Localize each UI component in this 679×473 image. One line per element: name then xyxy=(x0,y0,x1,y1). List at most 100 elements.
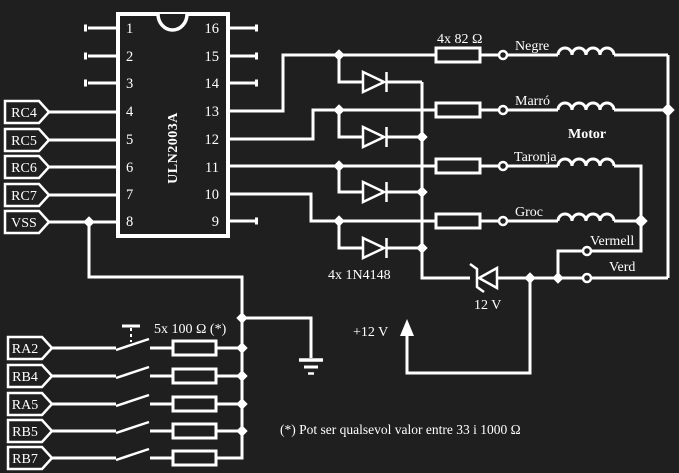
button-resistors xyxy=(171,339,242,467)
zener-voltage-label: 12 V xyxy=(474,298,501,313)
diode2-anode-wire xyxy=(337,110,363,139)
zener-diode xyxy=(469,262,530,294)
rail-groc-wire xyxy=(228,192,436,223)
pin-label-9: 9 xyxy=(212,214,219,230)
terminal-marro xyxy=(497,104,509,116)
tag-ra2 xyxy=(6,335,54,361)
pin-label-15: 15 xyxy=(205,49,220,65)
junction-dots xyxy=(83,49,675,437)
label-rc5: RC5 xyxy=(11,134,37,149)
resistor-ra5 xyxy=(171,395,218,413)
ground-branch-wire xyxy=(242,316,313,358)
button-tag-labels: RA2 RB4 RA5 RB5 RB7 xyxy=(12,342,38,467)
tag-rb4 xyxy=(6,363,54,389)
motor-wire-labels: Negre Marró Taronja Groc Vermell Verd Mo… xyxy=(514,39,635,275)
resistor-rb4 xyxy=(171,367,218,385)
terminal-negre xyxy=(497,49,509,61)
terminal-verd xyxy=(581,272,593,284)
pin-label-14: 14 xyxy=(205,76,220,92)
vermell-tap-wire xyxy=(591,221,643,253)
pin-label-11: 11 xyxy=(205,160,219,176)
tag-rb5 xyxy=(6,418,54,444)
button-resistor-array-label: 5x 100 Ω (*) xyxy=(154,322,227,337)
coil-taronja xyxy=(556,157,616,167)
rail-negre-wire xyxy=(228,53,436,113)
freewheel-diodes xyxy=(337,55,470,280)
supply-arrow-icon xyxy=(400,319,414,336)
resistor-ra2 xyxy=(171,339,218,357)
diode4-triangle xyxy=(361,236,387,260)
label-rc6: RC6 xyxy=(11,161,37,176)
coil-negre xyxy=(556,46,616,56)
supply-wire xyxy=(405,278,532,375)
mcu-port-labels: RC4 RC5 RC6 RC7 VSS xyxy=(11,106,37,231)
vss-bus-wire xyxy=(87,222,244,460)
motor-label: Motor xyxy=(568,127,606,142)
resistor-array-label: 4x 82 Ω xyxy=(437,32,482,47)
resistor-negre xyxy=(434,46,482,64)
pin-label-3: 3 xyxy=(126,76,133,92)
pin-label-4: 4 xyxy=(126,104,134,120)
pin-label-12: 12 xyxy=(205,132,220,148)
label-vss: VSS xyxy=(11,216,37,231)
pin-label-1: 1 xyxy=(126,21,133,37)
label-vermell: Vermell xyxy=(590,234,634,249)
pin-label-2: 2 xyxy=(126,49,133,65)
supply-voltage-label: +12 V xyxy=(353,325,388,340)
tag-vss xyxy=(3,209,51,235)
ic-part-number: ULN2003A xyxy=(166,112,181,184)
button-tags xyxy=(6,335,54,471)
output-rails xyxy=(228,53,436,223)
ic-pin-stubs xyxy=(88,26,256,223)
vermell-to-rail-wire xyxy=(556,249,583,278)
resistor-taronja xyxy=(434,157,482,175)
ic-notch xyxy=(156,13,189,32)
tag-rc4 xyxy=(3,99,51,125)
resistor-marro xyxy=(434,101,482,119)
label-marro: Marró xyxy=(515,94,550,109)
motor-windings xyxy=(530,46,670,280)
label-taronja: Taronja xyxy=(514,150,557,165)
terminal-groc xyxy=(497,215,509,227)
resistor-groc xyxy=(434,212,482,230)
pin-label-7: 7 xyxy=(126,187,133,203)
coil-groc xyxy=(556,212,616,222)
label-ra2: RA2 xyxy=(12,342,38,357)
pin-label-8: 8 xyxy=(126,214,133,230)
tag-ra5 xyxy=(6,391,54,417)
label-rc7: RC7 xyxy=(11,189,37,204)
label-rb7: RB7 xyxy=(12,452,38,467)
label-rc4: RC4 xyxy=(11,106,37,121)
taronja-return-wire xyxy=(614,164,643,221)
tag-rc7 xyxy=(3,182,51,208)
tag-rc5 xyxy=(3,127,51,153)
ic-uln2003a xyxy=(116,12,230,238)
diode3-triangle xyxy=(361,180,387,204)
diode3-anode-wire xyxy=(337,166,363,194)
diode2-triangle xyxy=(361,125,387,149)
label-negre: Negre xyxy=(515,39,549,54)
zener-triangle xyxy=(476,265,499,291)
ic-pin-numbers-right: 16 15 14 13 12 11 10 9 xyxy=(205,21,220,230)
pin-label-10: 10 xyxy=(205,187,220,203)
label-verd: Verd xyxy=(609,260,635,275)
label-rb4: RB4 xyxy=(12,370,38,385)
diode-cathode-bus xyxy=(420,82,470,280)
terminal-vermell xyxy=(581,245,593,257)
label-ra5: RA5 xyxy=(12,398,38,413)
diode4-anode-wire xyxy=(337,221,363,250)
label-groc: Groc xyxy=(515,205,543,220)
terminal-taronja xyxy=(497,160,509,172)
pin-label-13: 13 xyxy=(205,104,220,120)
rail-marro-wire xyxy=(228,108,436,141)
tag-rc6 xyxy=(3,154,51,180)
resistor-rb5 xyxy=(171,422,218,440)
stub-end-ticks xyxy=(84,24,258,225)
connector-terminals xyxy=(497,49,593,284)
pin-label-6: 6 xyxy=(126,160,133,176)
pin-label-5: 5 xyxy=(126,132,133,148)
tag-rb7 xyxy=(6,445,54,471)
diode1-triangle xyxy=(361,70,387,94)
ground-network xyxy=(87,222,323,460)
